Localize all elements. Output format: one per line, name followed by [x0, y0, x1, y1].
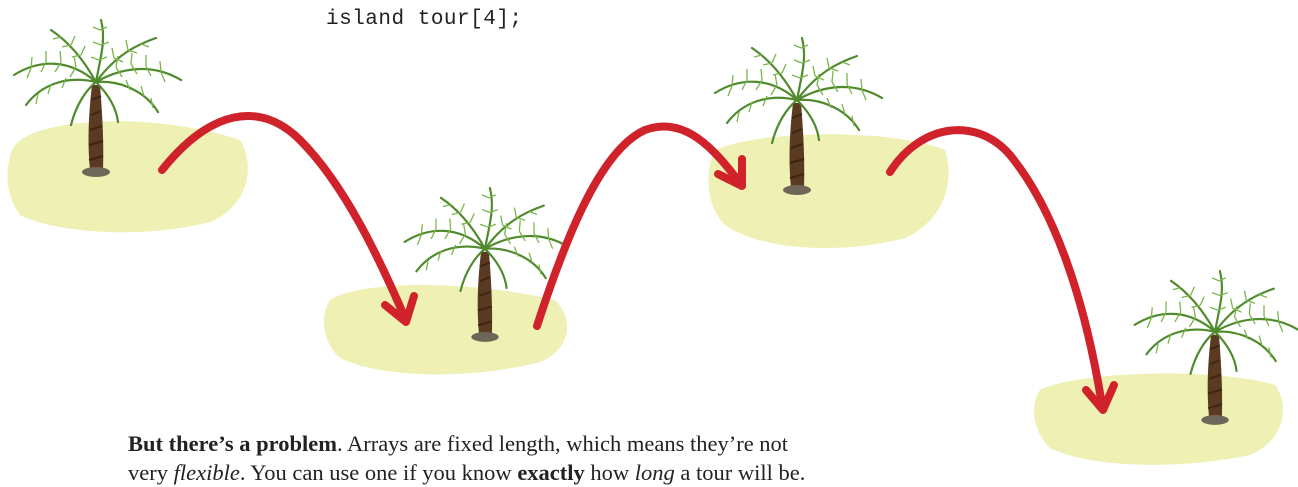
- paragraph-text: a tour will be.: [674, 460, 806, 485]
- paragraph-emphasis: flexible: [173, 460, 240, 485]
- island-2: [324, 285, 567, 375]
- code-line: island tour[4];: [326, 8, 523, 31]
- island-4: [1034, 373, 1283, 465]
- hop-arrow-icon: [533, 122, 746, 330]
- hop-arrow-icon: [158, 112, 418, 326]
- paragraph-strong: exactly: [517, 460, 585, 485]
- paragraph-emphasis: long: [634, 460, 675, 485]
- paragraph-text: how: [584, 460, 635, 485]
- paragraph-text: very: [128, 460, 174, 485]
- problem-paragraph: But there’s a problem. Arrays are fixed …: [128, 429, 948, 487]
- island-1: [7, 121, 248, 233]
- island-3: [708, 134, 949, 248]
- hop-arrow-icon: [886, 126, 1118, 414]
- paragraph-lead: But there’s a problem: [128, 431, 337, 456]
- paragraph-line1: . Arrays are fixed length, which means t…: [336, 431, 789, 456]
- paragraph-text: . You can use one if you know: [239, 460, 518, 485]
